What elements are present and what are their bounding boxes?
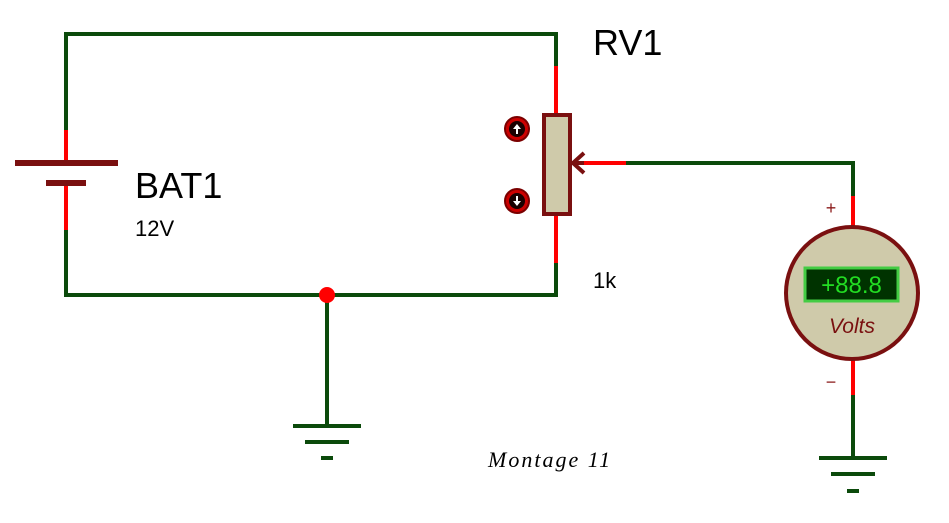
voltmeter-reading: +88.8 bbox=[821, 272, 882, 299]
wires bbox=[64, 32, 855, 457]
battery-value-label: 12V bbox=[135, 216, 174, 241]
pot-increase-button[interactable] bbox=[504, 116, 530, 142]
arrow-down-icon bbox=[513, 196, 521, 206]
pot-value-label: 1k bbox=[593, 268, 617, 293]
ground-symbol-right bbox=[819, 456, 887, 493]
voltmeter-plus-sign: + bbox=[826, 198, 837, 218]
potentiometer-rv1[interactable] bbox=[542, 66, 626, 263]
pot-reference-label: RV1 bbox=[593, 22, 662, 63]
ground-symbol-left bbox=[293, 424, 361, 460]
battery-bat1[interactable] bbox=[15, 130, 118, 230]
pot-decrease-button[interactable] bbox=[504, 188, 530, 214]
voltmeter-unit: Volts bbox=[829, 315, 875, 338]
wire-bottom-loop[interactable] bbox=[64, 228, 558, 297]
pot-body bbox=[542, 113, 572, 216]
wire-wiper-to-meter[interactable] bbox=[624, 161, 855, 198]
voltmeter[interactable]: +88.8 Volts + − bbox=[784, 196, 920, 395]
arrow-up-icon bbox=[513, 124, 521, 134]
battery-reference-label: BAT1 bbox=[135, 165, 222, 206]
voltmeter-lcd bbox=[803, 266, 900, 303]
pot-wiper-arrow bbox=[570, 151, 586, 175]
diagram-caption: Montage 11 bbox=[487, 447, 612, 472]
voltmeter-minus-sign: − bbox=[826, 372, 837, 392]
wire-top-loop[interactable] bbox=[64, 32, 558, 132]
junction-dot bbox=[319, 287, 335, 303]
